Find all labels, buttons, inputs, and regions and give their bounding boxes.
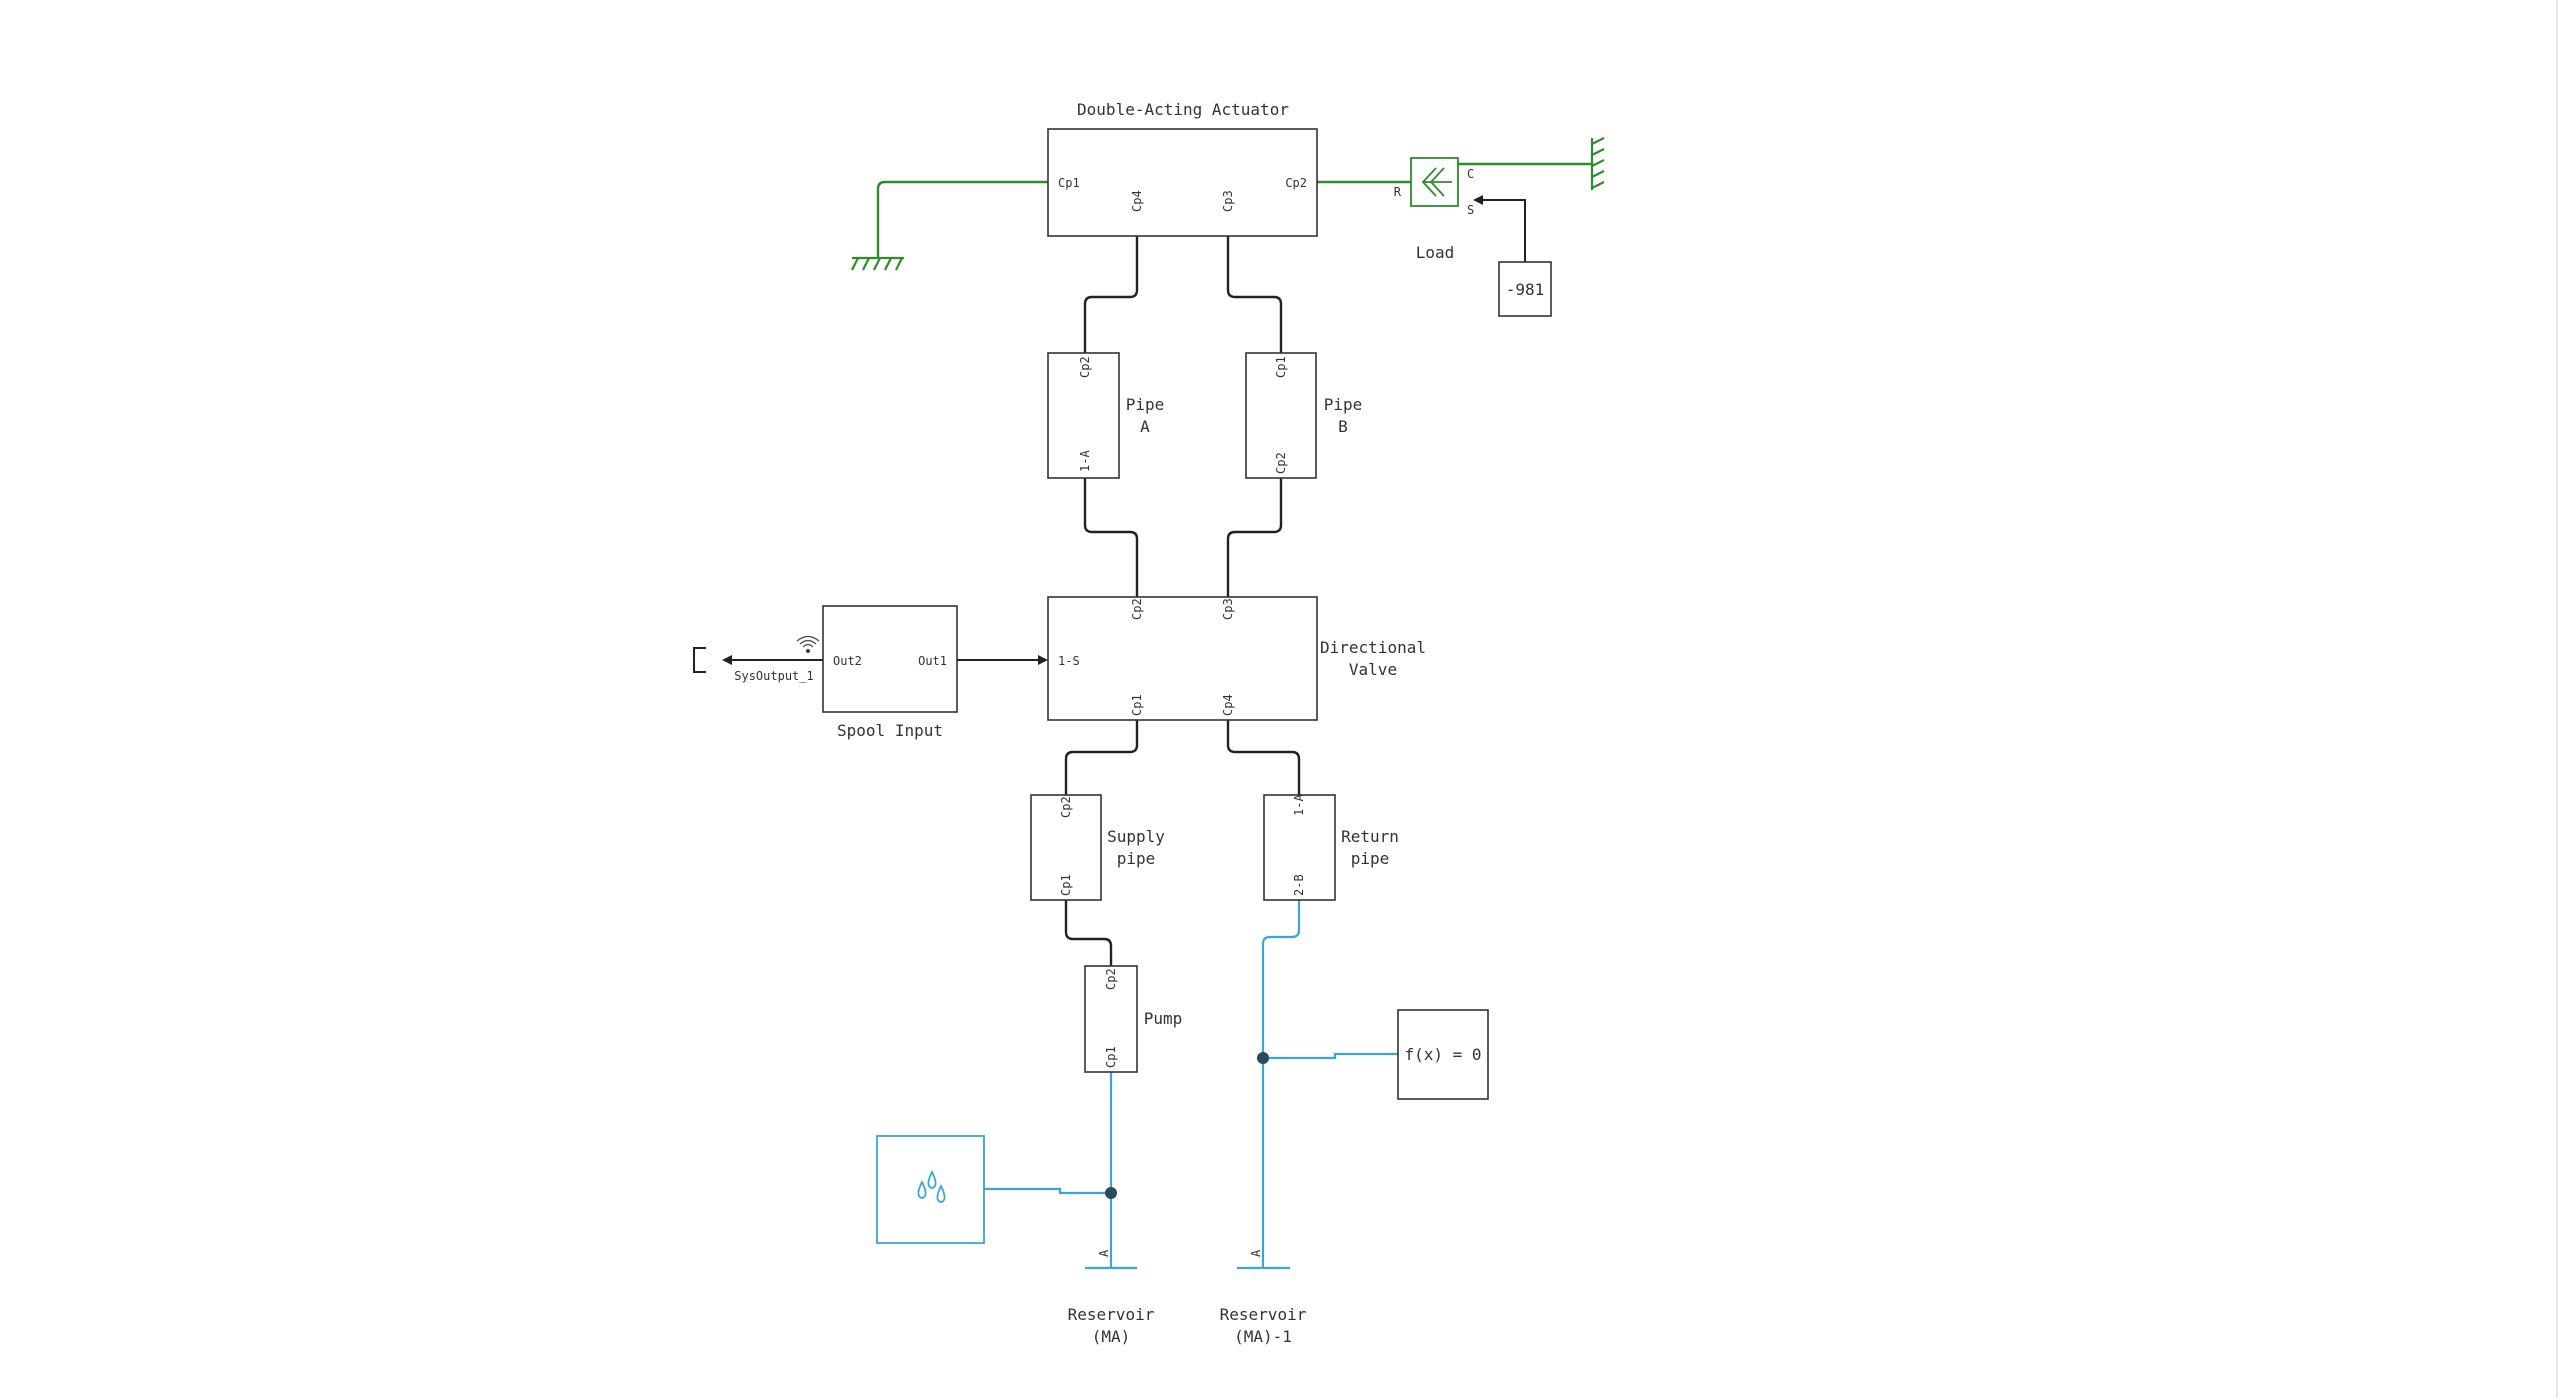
pipe-a-port-1a: 1-A [1078,450,1092,472]
supply-pipe-block[interactable]: Cp2 Cp1 Supply pipe [1030,794,1165,901]
wire-actuator-pipe-a[interactable] [1083,236,1139,353]
reservoir-1-port-a: A [1097,1249,1111,1257]
actuator-port-cp1: Cp1 [1058,176,1080,190]
pipe-b-label-line2: B [1338,417,1348,436]
directional-valve-block[interactable]: Cp2 Cp3 1-S Cp1 Cp4 Directional Valve [1047,596,1426,721]
pipe-b-port-cp2: Cp2 [1274,452,1288,474]
wire-actuator-ground-left[interactable] [876,180,1048,258]
ground-right-icon[interactable] [1590,137,1605,190]
load-block[interactable]: R C S Load [1394,157,1474,262]
arrow-spool-sysoutput [722,655,732,665]
actuator-port-cp4: Cp4 [1130,190,1144,212]
load-port-s: S [1467,203,1474,217]
wire-fluidprops-junction[interactable] [984,1187,1111,1195]
ground-left-icon[interactable] [851,256,904,271]
valve-port-1s: 1-S [1058,654,1080,668]
reservoir-1-label-line1: Reservoir [1068,1305,1155,1324]
constant-value: -981 [1506,280,1545,299]
actuator-label: Double-Acting Actuator [1077,100,1289,119]
pipe-a-label-line2: A [1140,417,1150,436]
valve-port-cp1: Cp1 [1130,694,1144,716]
wire-pipe-a-valve[interactable] [1083,478,1139,597]
reservoir-1-label-line2: (MA) [1092,1327,1131,1346]
junction-dot-supply [1105,1187,1117,1199]
wire-return-pipe-reservoir[interactable] [1261,900,1301,1268]
spool-port-out2: Out2 [833,654,862,668]
pipe-b-label-line1: Pipe [1324,395,1363,414]
reservoir-2-label-line1: Reservoir [1220,1305,1307,1324]
spool-port-out1: Out1 [918,654,947,668]
pump-label: Pump [1144,1009,1183,1028]
pipe-b-port-cp1: Cp1 [1274,356,1288,378]
actuator-port-cp3: Cp3 [1221,190,1235,212]
return-pipe-port-1a: 1-A [1292,794,1306,816]
sysoutput-block[interactable]: SysOutput_1 [693,647,814,683]
supply-pipe-port-cp2: Cp2 [1059,796,1073,818]
spool-input-label: Spool Input [837,721,943,740]
pump-block[interactable]: Cp2 Cp1 Pump [1084,965,1183,1073]
sysoutput-label: SysOutput_1 [734,669,813,683]
wire-valve-return-pipe[interactable] [1226,720,1301,795]
valve-port-cp3: Cp3 [1221,598,1235,620]
arrow-spool-valve [1038,655,1048,665]
valve-port-cp4: Cp4 [1221,694,1235,716]
reservoir-1-block[interactable]: A Reservoir (MA) [1068,1249,1155,1346]
load-label: Load [1416,243,1455,262]
pipe-a-port-cp2: Cp2 [1078,356,1092,378]
return-pipe-port-2b: 2-B [1292,874,1306,896]
wire-actuator-pipe-b[interactable] [1226,236,1283,353]
valve-label-line2: Valve [1349,660,1397,679]
fluid-drops-icon [917,1169,946,1203]
return-pipe-label-line2: pipe [1351,849,1390,868]
wire-junction-solver[interactable] [1263,1052,1398,1060]
spool-input-block[interactable]: Out2 Out1 Spool Input [796,605,958,740]
reservoir-2-port-a: A [1249,1249,1263,1257]
pump-port-cp2: Cp2 [1104,968,1118,990]
fluid-properties-block[interactable] [876,1135,985,1244]
wire-supply-pipe-pump[interactable] [1064,900,1113,966]
valve-port-cp2: Cp2 [1130,598,1144,620]
wireless-signal-icon [796,635,820,654]
arrow-constant-load [1473,195,1483,205]
valve-label-line1: Directional [1320,638,1426,657]
constant-block[interactable]: -981 [1498,261,1552,317]
load-port-c: C [1467,167,1474,181]
pipe-a-block[interactable]: Cp2 1-A Pipe A [1047,352,1165,479]
supply-pipe-label-line1: Supply [1107,827,1165,846]
wire-pipe-b-valve[interactable] [1226,478,1283,597]
actuator-port-cp2: Cp2 [1285,176,1307,190]
pipe-b-block[interactable]: Cp1 Cp2 Pipe B [1245,352,1363,479]
solver-config-block[interactable]: f(x) = 0 [1397,1009,1489,1100]
wire-valve-supply-pipe[interactable] [1064,720,1139,795]
pipe-a-label-line1: Pipe [1126,395,1165,414]
pump-port-cp1: Cp1 [1104,1046,1118,1068]
supply-pipe-label-line2: pipe [1117,849,1156,868]
return-pipe-block[interactable]: 1-A 2-B Return pipe [1263,794,1399,901]
load-symbol-icon [1421,167,1452,197]
supply-pipe-port-cp1: Cp1 [1059,874,1073,896]
reservoir-2-block[interactable]: A Reservoir (MA)-1 [1220,1249,1307,1346]
junction-dot-return [1257,1052,1269,1064]
reservoir-2-label-line2: (MA)-1 [1234,1327,1292,1346]
return-pipe-label-line1: Return [1341,827,1399,846]
wire-constant-load[interactable] [1481,199,1526,262]
output-port-icon [693,647,706,673]
load-port-r: R [1394,185,1402,199]
solver-config-text: f(x) = 0 [1404,1045,1481,1064]
actuator-block[interactable]: Double-Acting Actuator Cp1 Cp2 Cp4 Cp3 [1047,100,1318,237]
